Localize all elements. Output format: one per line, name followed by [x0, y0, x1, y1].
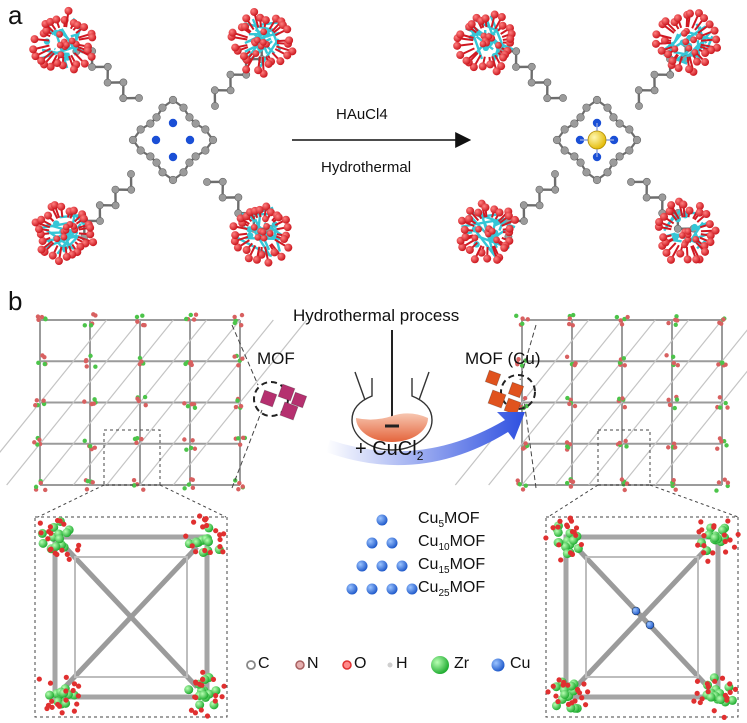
- cu-atom-icon: [406, 583, 418, 595]
- cu-atom-icon: [376, 514, 388, 526]
- series-label-2: Cu15MOF: [418, 556, 486, 577]
- porphyrin-linker-au: [496, 39, 698, 241]
- series-label-3: Cu25MOF: [418, 579, 486, 600]
- legend-h-dot: [387, 662, 393, 668]
- crystal-highlight: [500, 374, 536, 410]
- crystal-cube: [279, 401, 299, 421]
- cu-loading-pyramid: [346, 514, 418, 595]
- cu-atom-icon: [366, 583, 378, 595]
- reagent-label: HAuCl4: [336, 106, 388, 123]
- legend-o-dot: [342, 660, 352, 670]
- legend-c-dot: [246, 660, 256, 670]
- crystals: [253, 369, 536, 421]
- process-arrow: [326, 412, 525, 466]
- series-label-1: Cu10MOF: [418, 533, 486, 554]
- condition-label: Hydrothermal: [321, 159, 412, 176]
- legend-h: H: [396, 655, 408, 672]
- legend-zr: Zr: [454, 655, 470, 672]
- legend-cu-dot: [491, 658, 505, 672]
- crystal-cube: [290, 391, 308, 409]
- cu-atom-icon: [386, 583, 398, 595]
- crystal-cube: [277, 383, 296, 402]
- legend-cu: Cu: [510, 655, 531, 672]
- zoom-cell-mof-cu: [519, 324, 741, 721]
- cu-atom-icon: [346, 583, 358, 595]
- zr-oxo-cluster: [456, 199, 520, 264]
- crystal-cube: [507, 381, 525, 399]
- zr-oxo-cluster: [654, 197, 720, 264]
- crystal-cube: [487, 389, 507, 409]
- mof-label: MOF: [257, 349, 295, 368]
- nitrogen-atom: [168, 152, 178, 162]
- reaction-flask-icon: [326, 330, 525, 466]
- framework-mof: [0, 312, 308, 493]
- legend-c: C: [258, 655, 270, 672]
- cu-atom: [631, 606, 641, 616]
- zr-oxo-cluster: [227, 7, 297, 78]
- framework-mof-cu: [454, 312, 747, 493]
- nitrogen-atom: [168, 118, 178, 128]
- crystal-cube: [259, 389, 278, 408]
- zoom-frame: [545, 516, 739, 718]
- nitrogen-atom: [185, 135, 195, 145]
- cucl2-label: + CuCl2: [355, 438, 423, 463]
- zr-oxo-cluster: [31, 201, 98, 265]
- zoom-cell-mof: [34, 324, 263, 719]
- legend-zr-dot: [431, 656, 449, 674]
- cu-atom-icon: [396, 560, 408, 572]
- cu-atom-icon: [386, 537, 398, 549]
- zr-clusters-a: [29, 6, 722, 267]
- crystal-cube: [484, 369, 502, 387]
- series-label-0: Cu5MOF: [418, 510, 480, 531]
- atom-legend-dots: [246, 656, 505, 674]
- nitrogen-atom: [151, 135, 161, 145]
- mof-cu-label: MOF (Cu): [465, 349, 541, 368]
- legend-n: N: [307, 655, 319, 672]
- panel-a-label: a: [8, 0, 23, 30]
- cu-atom: [645, 620, 655, 630]
- process-label: Hydrothermal process: [293, 306, 460, 325]
- zr-oxo-cluster: [29, 6, 97, 74]
- zr-oxo-cluster: [651, 9, 722, 76]
- panel-b-label: b: [8, 286, 23, 316]
- cucl2-prefix: + CuCl: [355, 438, 417, 460]
- cu-atom-icon: [356, 560, 368, 572]
- cucl2-subscript: 2: [416, 449, 424, 463]
- cu-atom-icon: [376, 560, 388, 572]
- panel-a-diagram: [29, 6, 722, 267]
- zoom-frame: [34, 516, 228, 718]
- zr-oxo-cluster: [229, 202, 293, 267]
- cu-atom-icon: [366, 537, 378, 549]
- legend-n-dot: [295, 660, 305, 670]
- panel-b-diagram: [0, 312, 747, 721]
- flask-liquid: [356, 413, 428, 442]
- gold-atom: [587, 130, 607, 150]
- zr-oxo-cluster: [453, 10, 516, 76]
- legend-o: O: [354, 655, 367, 672]
